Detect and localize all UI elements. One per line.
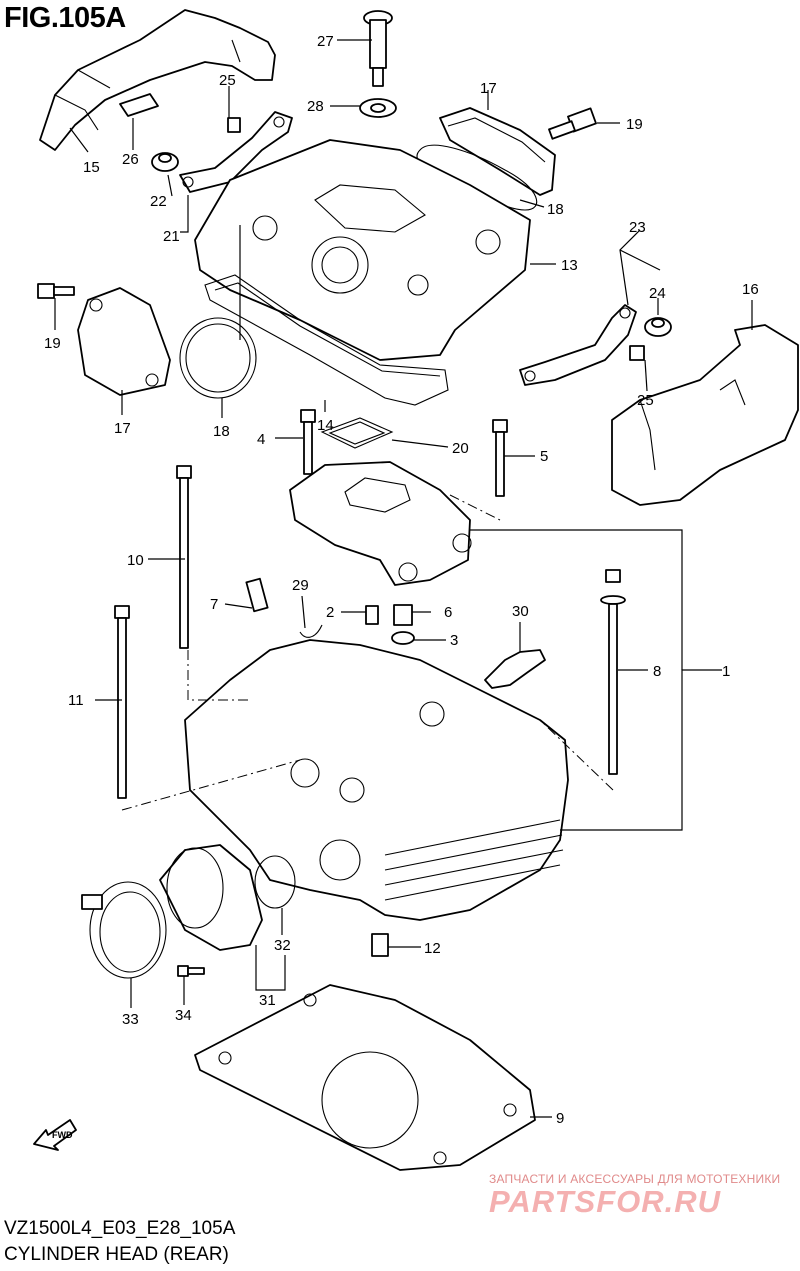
callout-9: 9	[556, 1110, 564, 1127]
callout-7: 7	[210, 596, 218, 613]
callout-22: 22	[150, 193, 167, 210]
callout-26: 26	[122, 151, 139, 168]
part-bolt-11	[114, 605, 130, 799]
part-intake-31	[159, 844, 263, 951]
callout-29: 29	[292, 577, 309, 594]
figure-title: FIG.105A	[4, 2, 126, 34]
fwd-arrow-icon: FWD	[33, 1119, 77, 1151]
part-cover-left	[39, 9, 276, 151]
part-dowel-2	[365, 605, 379, 625]
part-screw-34	[177, 965, 205, 977]
watermark-tagline: ЗАПЧАСТИ И АКСЕССУАРЫ ДЛЯ МОТОТЕХНИКИ	[489, 1172, 781, 1186]
part-bolt-4	[300, 409, 316, 475]
part-washer-28	[359, 98, 397, 118]
callout-24: 24	[649, 285, 666, 302]
callout-17-top: 17	[480, 80, 497, 97]
part-seal-20	[320, 417, 394, 449]
part-bolt-19-top	[548, 107, 597, 140]
callout-25-top: 25	[219, 72, 236, 89]
part-pad-26	[119, 93, 159, 117]
callout-33: 33	[122, 1011, 139, 1028]
part-bolt-27	[363, 10, 393, 87]
part-washer-3	[391, 631, 415, 645]
leader-lines	[54, 39, 753, 1118]
part-valve-7	[245, 577, 269, 613]
callout-21: 21	[163, 228, 180, 245]
part-head-gasket-9	[194, 984, 536, 1171]
callout-15: 15	[83, 159, 100, 176]
callout-5: 5	[540, 448, 548, 465]
part-bolt-25-top	[227, 117, 241, 133]
callout-4: 4	[257, 431, 265, 448]
part-bolt-10	[176, 465, 192, 649]
callout-19-left: 19	[44, 335, 61, 352]
callout-34: 34	[175, 1007, 192, 1024]
part-grommet-22	[151, 152, 179, 172]
part-grommet-24	[644, 317, 672, 337]
fwd-label: FWD	[52, 1130, 73, 1140]
part-cap-17-top	[439, 107, 556, 196]
callout-23: 23	[629, 219, 646, 236]
callout-8: 8	[653, 663, 661, 680]
callout-30: 30	[512, 603, 529, 620]
part-bolt-8	[600, 569, 626, 775]
callout-13: 13	[561, 257, 578, 274]
model-code: VZ1500L4_E03_E28_105A	[4, 1218, 236, 1239]
callout-18-left: 18	[213, 423, 230, 440]
part-clip-29	[299, 624, 323, 638]
callout-labels: 27 28 25 15 26 22 21 17 19 18 13 23 24 1…	[44, 33, 759, 1127]
callout-31: 31	[259, 992, 276, 1009]
figure-caption: CYLINDER HEAD (REAR)	[4, 1244, 229, 1265]
part-oring-18-left	[179, 317, 257, 399]
callout-27: 27	[317, 33, 334, 50]
callout-3: 3	[450, 632, 458, 649]
part-bracket-21	[179, 111, 293, 193]
part-bracket-23	[519, 304, 637, 386]
part-oring-32	[254, 855, 296, 909]
callout-19-top: 19	[626, 116, 643, 133]
callout-2: 2	[326, 604, 334, 621]
part-gasket-14	[204, 274, 449, 406]
callout-16: 16	[742, 281, 759, 298]
part-head-cover-13	[194, 139, 531, 361]
part-dowel-12	[371, 933, 389, 957]
callout-12: 12	[424, 940, 441, 957]
callout-25-right: 25	[637, 392, 654, 409]
callout-18-top: 18	[547, 201, 564, 218]
callout-28: 28	[307, 98, 324, 115]
part-bolt-5	[492, 419, 508, 497]
part-bolt-25-right	[629, 345, 645, 361]
watermark-logo: PARTSFOR.RU	[489, 1184, 722, 1219]
part-cam-holder	[289, 461, 472, 586]
part-cap-17-left	[77, 287, 171, 396]
callout-6: 6	[444, 604, 452, 621]
part-tappet-6	[393, 604, 413, 626]
callout-10: 10	[127, 552, 144, 569]
part-clamp-33	[81, 881, 167, 979]
part-cover-right	[611, 324, 799, 506]
callout-11: 11	[68, 692, 84, 709]
callout-14: 14	[317, 417, 334, 434]
callout-20: 20	[452, 440, 469, 457]
part-spark-plug-30	[484, 649, 546, 689]
callout-17-left: 17	[114, 420, 131, 437]
part-bolt-19-left	[37, 283, 75, 299]
callout-1: 1	[722, 663, 730, 680]
callout-32: 32	[274, 937, 291, 954]
